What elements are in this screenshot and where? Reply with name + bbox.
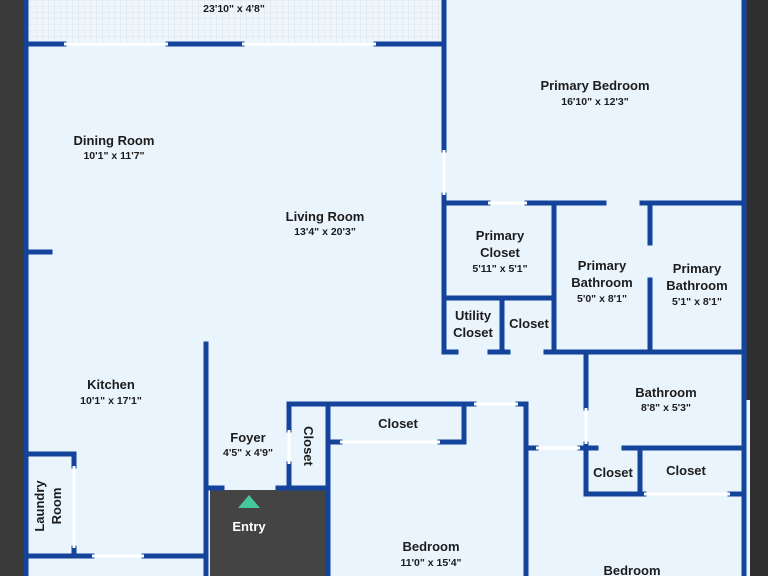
dining-room-name: Dining Room xyxy=(74,133,155,148)
bath-closet-a-name: Closet xyxy=(593,465,633,480)
foyer-dims: 4'5" x 4'9" xyxy=(223,447,273,459)
laundry-name-1: Laundry xyxy=(32,480,47,532)
utility-closet-name-1: Utility xyxy=(455,308,492,323)
primary-closet-name-1: Primary xyxy=(476,228,525,243)
bathroom-dims: 8'8" x 5'3" xyxy=(641,402,691,414)
dining-room-dims: 10'1" x 11'7" xyxy=(83,150,144,162)
entry-area xyxy=(210,490,328,576)
living-room-dims: 13'4" x 20'3" xyxy=(294,226,356,238)
primary-bath-a-name-1: Primary xyxy=(578,258,627,273)
primary-bath-b-dims: 5'1" x 8'1" xyxy=(672,296,722,308)
bedroom-1-name: Bedroom xyxy=(402,539,459,554)
foyer-closet-name: Closet xyxy=(301,426,316,466)
living-room-name: Living Room xyxy=(286,209,365,224)
deck-dims: 23'10" x 4'8" xyxy=(203,3,265,15)
primary-bath-a-name-2: Bathroom xyxy=(571,275,632,290)
right-margin xyxy=(747,0,768,576)
primary-bedroom-dims: 16'10" x 12'3" xyxy=(561,96,629,108)
floor-fills xyxy=(24,0,750,576)
primary-bedroom-name: Primary Bedroom xyxy=(540,78,649,93)
hall-closet-name: Closet xyxy=(378,416,418,431)
bathroom-name: Bathroom xyxy=(635,385,696,400)
primary-bath-a-dims: 5'0" x 8'1" xyxy=(577,293,627,305)
bedroom-wing-floor xyxy=(444,0,744,352)
kitchen-dims: 10'1" x 17'1" xyxy=(80,395,142,407)
primary-closet-dims: 5'11" x 5'1" xyxy=(472,263,527,275)
entry-arrow-icon xyxy=(238,495,260,508)
primary-bath-b-name-2: Bathroom xyxy=(666,278,727,293)
bedroom-1-dims: 11'0" x 15'4" xyxy=(400,557,461,569)
entry-label: Entry xyxy=(232,519,266,534)
bedroom-floor xyxy=(330,400,750,576)
primary-bath-b-name-1: Primary xyxy=(673,261,722,276)
primary-closet-name-2: Closet xyxy=(480,245,520,260)
openings xyxy=(64,42,730,558)
bath-closet-b-name: Closet xyxy=(666,463,706,478)
laundry-name-2: Room xyxy=(49,488,64,525)
utility-closet-name-2: Closet xyxy=(453,325,493,340)
kitchen-name: Kitchen xyxy=(87,377,135,392)
small-closet-name: Closet xyxy=(509,316,549,331)
bedroom-2-name: Bedroom xyxy=(603,563,660,576)
foyer-name: Foyer xyxy=(230,430,265,445)
walls xyxy=(23,0,747,576)
deck-floor xyxy=(24,0,444,44)
